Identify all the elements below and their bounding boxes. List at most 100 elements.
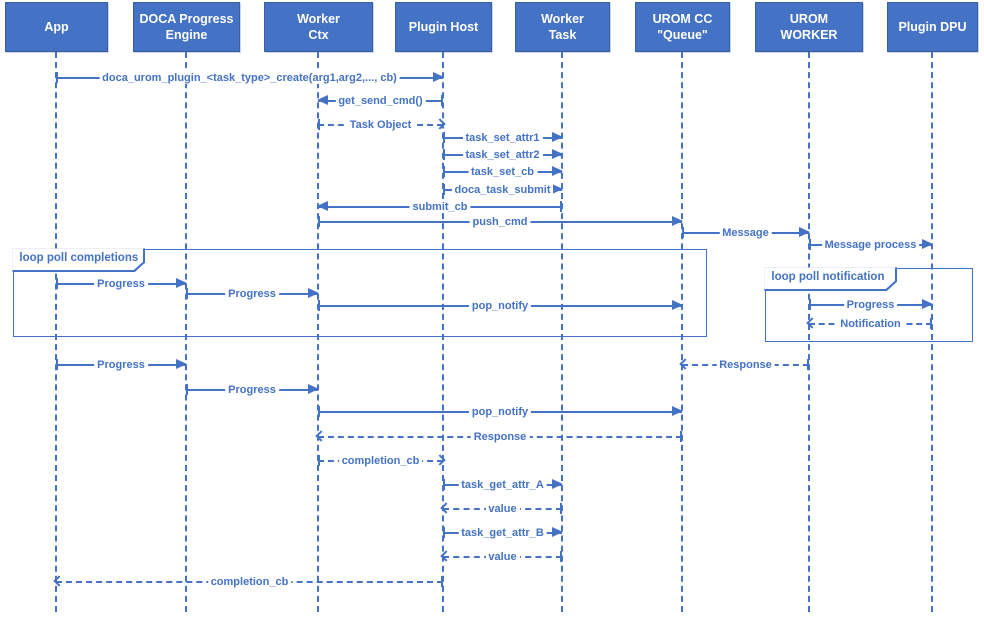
- message-label: Response: [470, 431, 530, 443]
- participant-label: Worker Task: [541, 11, 584, 42]
- participant-label: UROM WORKER: [780, 11, 838, 42]
- message-label: submit_cb: [409, 201, 471, 213]
- arrowhead-icon: [799, 227, 810, 237]
- origin-tick: [441, 95, 443, 106]
- participant-box-worker-task: Worker Task: [515, 2, 610, 52]
- arrowhead-icon: [922, 239, 933, 249]
- participant-box-plugin-host: Plugin Host: [395, 2, 492, 52]
- arrowhead-icon: [552, 527, 563, 537]
- arrowhead-icon: [433, 72, 444, 82]
- loop-frame-tab: loop poll notification: [764, 267, 897, 291]
- message-label: pop_notify: [468, 406, 532, 418]
- loop-frame-tab: loop poll completions: [12, 248, 145, 272]
- message-label: task_get_attr_B: [458, 527, 547, 539]
- loop-label: loop poll notification: [771, 271, 885, 284]
- participant-label: DOCA Progress Engine: [139, 11, 234, 42]
- message-label: task_set_attr2: [462, 149, 543, 161]
- message-label: task_set_attr1: [462, 132, 543, 144]
- lifeline-plugin-host: [442, 52, 444, 612]
- arrowhead-icon: [552, 184, 563, 194]
- message-label: value: [485, 551, 520, 563]
- arrowhead-icon: [308, 288, 319, 298]
- message-label: Progress: [225, 288, 279, 300]
- message-label: Progress: [94, 359, 148, 371]
- arrowhead-icon: [552, 166, 563, 176]
- origin-tick: [56, 72, 58, 83]
- origin-tick: [443, 184, 445, 195]
- participant-label: Plugin DPU: [898, 19, 967, 34]
- arrowhead-icon: [922, 299, 933, 309]
- message-label: get_send_cmd(): [335, 95, 426, 107]
- origin-tick: [930, 318, 932, 329]
- participant-box-urom-cc-queue: UROM CC "Queue": [635, 2, 730, 52]
- lifeline-doca-progress: [185, 52, 187, 612]
- origin-tick: [186, 384, 188, 395]
- origin-tick: [318, 455, 320, 466]
- participant-box-worker-ctx: Worker Ctx: [264, 2, 373, 52]
- message-label: push_cmd: [469, 216, 531, 228]
- participant-box-doca-progress: DOCA Progress Engine: [133, 2, 240, 52]
- participant-label: UROM CC "Queue": [652, 11, 713, 42]
- arrowhead-icon: [317, 201, 328, 211]
- arrowhead-icon: [672, 300, 683, 310]
- arrowhead-icon: [176, 359, 187, 369]
- participant-label: App: [44, 19, 69, 34]
- lifeline-urom-cc-queue: [681, 52, 683, 612]
- message-label: Message process: [821, 239, 920, 251]
- origin-tick: [443, 479, 445, 490]
- arrowhead-icon: [672, 406, 683, 416]
- origin-tick: [318, 406, 320, 417]
- message-label: doca_task_submit: [451, 184, 554, 196]
- arrowhead-icon: [308, 384, 319, 394]
- arrowhead-icon: [552, 479, 563, 489]
- participant-label: Worker Ctx: [297, 11, 340, 42]
- message-label: Progress: [94, 278, 148, 290]
- message-label: pop_notify: [468, 300, 532, 312]
- origin-tick: [560, 503, 562, 514]
- message-label: Progress: [225, 384, 279, 396]
- participant-box-app: App: [5, 2, 108, 52]
- origin-tick: [441, 576, 443, 587]
- origin-tick: [443, 527, 445, 538]
- message-label: completion_cb: [207, 576, 292, 588]
- message-label: task_get_attr_A: [458, 479, 547, 491]
- origin-tick: [318, 216, 320, 227]
- loop-frame-poll-completions: loop poll completions: [13, 249, 707, 337]
- message-label: value: [485, 503, 520, 515]
- arrowhead-icon: [317, 95, 328, 105]
- origin-tick: [318, 300, 320, 311]
- message-label: doca_urom_plugin_<task_type>_create(arg1…: [99, 72, 400, 84]
- origin-tick: [809, 299, 811, 310]
- message-label: Message: [719, 227, 772, 239]
- origin-tick: [680, 431, 682, 442]
- participant-box-plugin-dpu: Plugin DPU: [887, 2, 978, 52]
- origin-tick: [560, 201, 562, 212]
- origin-tick: [443, 132, 445, 143]
- origin-tick: [186, 288, 188, 299]
- lifeline-plugin-dpu: [931, 52, 933, 612]
- origin-tick: [682, 227, 684, 238]
- participant-box-urom-worker: UROM WORKER: [755, 2, 863, 52]
- origin-tick: [560, 551, 562, 562]
- message-label: completion_cb: [338, 455, 423, 467]
- message-label: Notification: [837, 318, 904, 330]
- participant-label: Plugin Host: [408, 19, 479, 34]
- message-label: Response: [716, 359, 775, 371]
- lifeline-worker-ctx: [317, 52, 319, 612]
- arrowhead-icon: [672, 216, 683, 226]
- origin-tick: [807, 359, 809, 370]
- origin-tick: [56, 278, 58, 289]
- lifeline-app: [55, 52, 57, 612]
- arrowhead-icon: [176, 278, 187, 288]
- loop-frame-tab-face: loop poll notification: [764, 267, 895, 289]
- origin-tick: [443, 166, 445, 177]
- loop-label: loop poll completions: [19, 252, 139, 265]
- arrowhead-icon: [552, 149, 563, 159]
- origin-tick: [318, 119, 320, 130]
- loop-frame-poll-notification: loop poll notification: [765, 268, 973, 342]
- origin-tick: [809, 239, 811, 250]
- origin-tick: [56, 359, 58, 370]
- origin-tick: [443, 149, 445, 160]
- lifeline-urom-worker: [808, 52, 810, 612]
